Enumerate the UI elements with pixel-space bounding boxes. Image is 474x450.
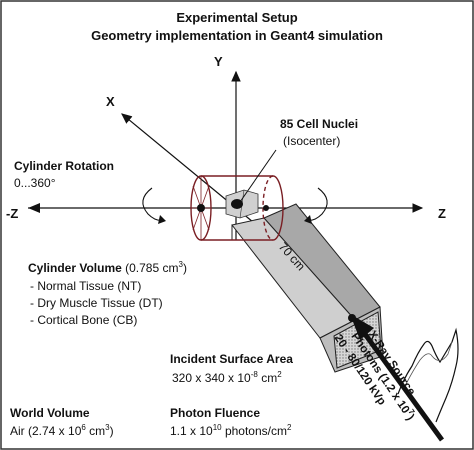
incident-area-label: Incident Surface Area: [170, 352, 293, 366]
world-volume-value: Air (2.74 x 106 cm3): [10, 423, 114, 438]
cylinder-center-dot: [197, 204, 205, 212]
cylinder-material-cb: - Cortical Bone (CB): [30, 313, 137, 327]
photon-fluence-label: Photon Fluence: [170, 406, 260, 420]
cylinder-right-cap-front: [272, 175, 284, 241]
nuclei-label: 85 Cell Nuclei: [280, 117, 358, 131]
xray-arrow-head: [350, 314, 374, 340]
axis-label-z: Z: [438, 206, 446, 221]
cylinder-volume-label: Cylinder Volume (0.785 cm3): [28, 260, 187, 275]
incident-area-value: 320 x 340 x 10-8 cm2: [172, 370, 282, 385]
axis-label-y: Y: [214, 54, 223, 69]
xray-spectrum-curve: [397, 327, 459, 423]
title-line-1: Experimental Setup: [176, 10, 297, 25]
rotation-range: 0...360°: [14, 176, 56, 190]
rotation-label: Cylinder Rotation: [14, 159, 114, 173]
axis-label-x: X: [106, 94, 115, 109]
cylinder-material-dt: - Dry Muscle Tissue (DT): [30, 296, 163, 310]
nuclei-leader: [239, 149, 277, 203]
axis-label-neg-z: -Z: [6, 206, 18, 221]
photon-fluence-value: 1.1 x 1010 photons/cm2: [170, 423, 292, 438]
xray-target-dot: [348, 314, 356, 322]
z-axis-neg-arrow: [28, 203, 40, 213]
title-line-2: Geometry implementation in Geant4 simula…: [91, 28, 383, 43]
x-axis: [121, 113, 237, 209]
cylinder-right-dot: [263, 205, 269, 211]
cylinder-material-nt: - Normal Tissue (NT): [30, 279, 141, 293]
world-volume-label: World Volume: [10, 406, 90, 420]
nuclei-sublabel: (Isocenter): [283, 134, 340, 148]
